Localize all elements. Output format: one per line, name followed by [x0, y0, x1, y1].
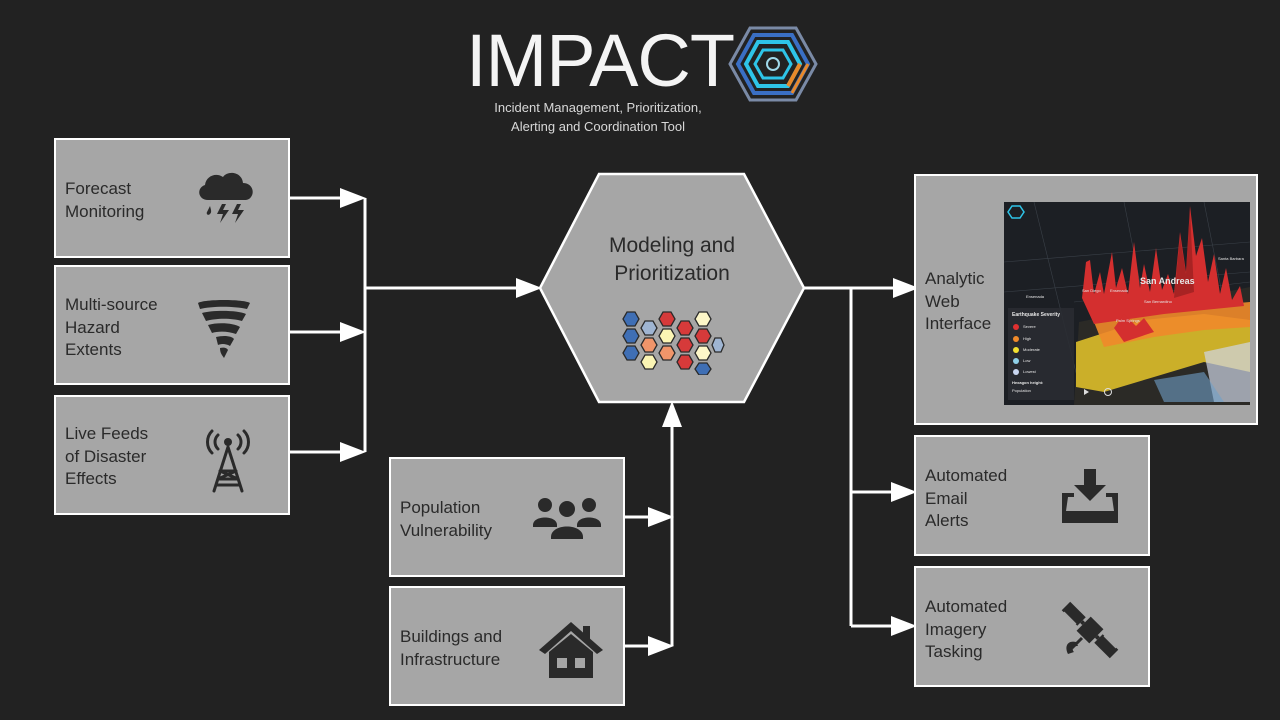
- label-line: Buildings and: [400, 627, 503, 646]
- map-place: Ensenada: [1026, 294, 1045, 299]
- inbox-download-icon: [1062, 469, 1118, 523]
- radio-tower-icon: [206, 429, 250, 493]
- map-place: San Diego: [1082, 288, 1101, 293]
- label-line: Web: [925, 291, 960, 311]
- output-email-alerts: Automated Email Alerts: [914, 435, 1150, 556]
- modeling-title: Modeling and Prioritization: [560, 232, 784, 288]
- logo-subtitle-line-1: Incident Management, Prioritization,: [494, 100, 702, 115]
- map-legend-item: Severe: [1023, 324, 1036, 329]
- map-legend-item: Low: [1023, 358, 1031, 363]
- house-icon: [539, 622, 603, 678]
- map-screenshot: San Andreas San Diego Ensenada San Berna…: [1004, 202, 1250, 405]
- label-line: Infrastructure: [400, 649, 501, 669]
- label-line: Extents: [65, 340, 122, 359]
- label-line: Alerts: [925, 511, 969, 530]
- modeling-title-line: Prioritization: [614, 262, 730, 285]
- label-line: Live Feeds: [65, 424, 149, 443]
- label-line: Email: [925, 488, 968, 508]
- map-height-value: Population: [1012, 388, 1031, 393]
- label-line: Interface: [925, 314, 992, 333]
- input-label: Buildings and Infrastructure: [400, 626, 502, 671]
- label-line: Effects: [65, 469, 117, 488]
- input-label: Forecast Monitoring: [65, 178, 144, 223]
- input-label: Multi-source Hazard Extents: [65, 294, 158, 362]
- map-legend-item: Moderate: [1023, 347, 1040, 352]
- map-height-label: Hexagon height:: [1012, 380, 1044, 385]
- people-group-icon: [533, 498, 601, 539]
- input-label: Population Vulnerability: [400, 497, 492, 542]
- logo-subtitle-line-2: Alerting and Coordination Tool: [511, 119, 685, 134]
- label-line: Population: [400, 498, 481, 517]
- map-place: Palm Springs: [1116, 318, 1140, 323]
- logo-subtitle: Incident Management, Prioritization, Ale…: [455, 98, 741, 136]
- satellite-icon: [1061, 601, 1119, 659]
- output-label: Analytic Web Interface: [925, 268, 991, 336]
- label-line: Forecast: [65, 179, 132, 198]
- map-legend-item: Lowest: [1023, 369, 1036, 374]
- map-legend-title: Earthquake Severity: [1012, 312, 1061, 318]
- input-population-vulnerability: Population Vulnerability: [389, 457, 625, 577]
- label-line: Automated: [925, 597, 1008, 616]
- tornado-icon: [198, 300, 250, 358]
- hexagon-grid-icon: [622, 311, 725, 375]
- map-graphic: [1004, 202, 1250, 405]
- output-imagery-tasking: Automated Imagery Tasking: [914, 566, 1150, 687]
- input-buildings-infrastructure: Buildings and Infrastructure: [389, 586, 625, 706]
- output-label: Automated Email Alerts: [925, 465, 1007, 533]
- label-line: Hazard: [65, 317, 120, 337]
- map-place-main: San Andreas: [1140, 276, 1195, 286]
- storm-cloud-icon: [199, 172, 253, 223]
- label-line: Analytic: [925, 269, 985, 288]
- logo-wordmark: IMPACT: [466, 19, 735, 102]
- label-line: Imagery: [925, 619, 987, 639]
- label-line: of Disaster: [65, 446, 147, 466]
- output-label: Automated Imagery Tasking: [925, 596, 1007, 664]
- logo-hexagon-icon: [728, 26, 818, 102]
- label-line: Monitoring: [65, 201, 145, 221]
- label-line: Multi-source: [65, 295, 158, 314]
- map-place: Santa Barbara: [1218, 256, 1244, 261]
- input-label: Live Feeds of Disaster Effects: [65, 423, 148, 491]
- modeling-title-line: Modeling and: [608, 234, 736, 257]
- input-forecast-monitoring: Forecast Monitoring: [54, 138, 290, 258]
- map-place: San Bernardino: [1144, 299, 1172, 304]
- input-hazard-extents: Multi-source Hazard Extents: [54, 265, 290, 385]
- label-line: Vulnerability: [400, 520, 492, 540]
- label-line: Tasking: [925, 642, 983, 661]
- map-legend-item: High: [1023, 336, 1032, 341]
- map-place: Ensenada: [1110, 288, 1129, 293]
- label-line: Automated: [925, 466, 1008, 485]
- input-live-feeds: Live Feeds of Disaster Effects: [54, 395, 290, 515]
